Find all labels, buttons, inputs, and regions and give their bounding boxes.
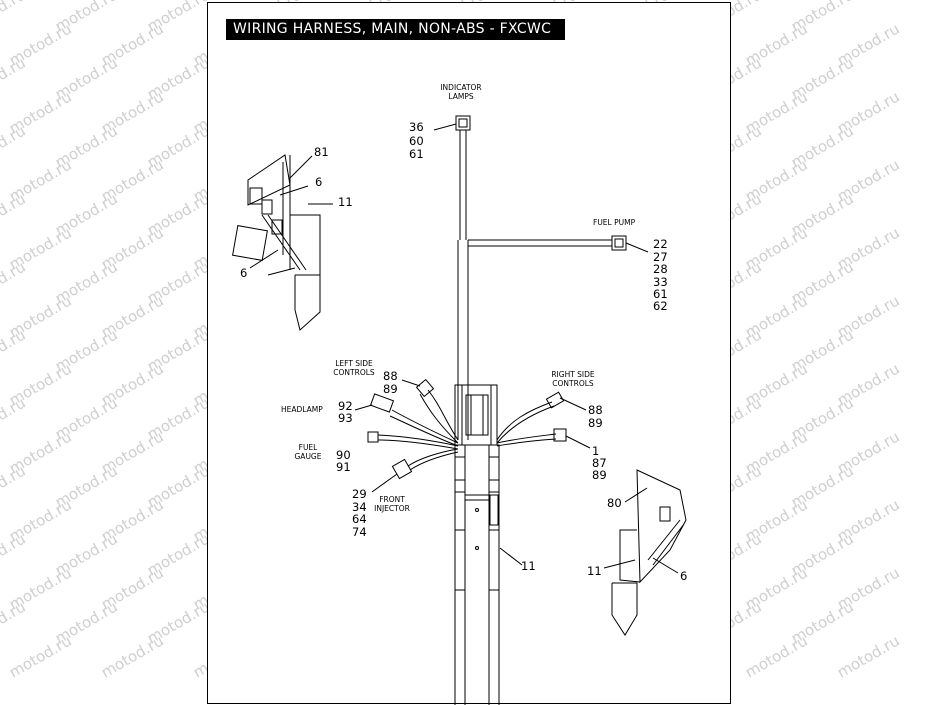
callout-29: 29 — [352, 487, 367, 501]
label-fuel-gauge-2: GAUGE — [295, 452, 322, 461]
diagram-sheet — [207, 2, 731, 704]
label-fuel-gauge-1: FUEL — [299, 443, 319, 452]
callout-62: 62 — [653, 299, 668, 313]
label-indicator-lamps-2: LAMPS — [448, 92, 473, 101]
callout-64: 64 — [352, 512, 367, 526]
callout-88-left: 88 — [383, 369, 398, 383]
label-fuel-pump: FUEL PUMP — [593, 218, 636, 227]
callout-11-left: 11 — [338, 195, 353, 209]
label-front-injector-1: FRONT — [379, 495, 405, 504]
fuel-pump-connector — [611, 235, 649, 253]
indicator-lamps-connector — [433, 115, 471, 131]
callout-33: 33 — [653, 275, 668, 289]
callout-89-left: 89 — [383, 382, 398, 396]
callout-89-right-2: 89 — [592, 468, 607, 482]
label-right-side-controls-2: CONTROLS — [552, 379, 594, 388]
callout-88-right: 88 — [588, 403, 603, 417]
callout-11-right: 11 — [587, 564, 602, 578]
callout-11-main: 11 — [521, 559, 536, 573]
callout-6-left-top: 6 — [315, 175, 322, 189]
label-indicator-lamps-1: INDICATOR — [440, 83, 481, 92]
right-inset-sketch — [603, 469, 687, 636]
left-inset-sketch — [232, 154, 333, 331]
callout-74: 74 — [352, 525, 367, 539]
callout-61: 61 — [409, 147, 424, 161]
title-bar — [226, 19, 565, 40]
callout-90: 90 — [336, 448, 351, 462]
callout-34: 34 — [352, 500, 367, 514]
callout-87: 87 — [592, 456, 607, 470]
callout-93: 93 — [338, 411, 353, 425]
label-left-side-controls-2: CONTROLS — [333, 368, 375, 377]
callout-27: 27 — [653, 250, 668, 264]
callout-91: 91 — [336, 460, 351, 474]
callout-80: 80 — [607, 496, 622, 510]
label-left-side-controls-1: LEFT SIDE — [335, 359, 373, 368]
callout-6-left-bottom: 6 — [240, 266, 247, 280]
label-front-injector-2: INJECTOR — [374, 504, 410, 513]
callout-92: 92 — [338, 399, 353, 413]
callout-60: 60 — [409, 134, 424, 148]
callout-1: 1 — [592, 444, 599, 458]
callout-36: 36 — [409, 120, 424, 134]
right-branch-wires — [496, 391, 591, 449]
left-branch-wires — [354, 378, 459, 493]
label-headlamp: HEADLAMP — [281, 405, 323, 414]
main-harness-trunk — [454, 130, 612, 705]
callout-28: 28 — [653, 262, 668, 276]
callout-22: 22 — [653, 237, 668, 251]
callout-81: 81 — [314, 145, 329, 159]
callout-6-right: 6 — [680, 569, 687, 583]
callout-61b: 61 — [653, 287, 668, 301]
label-right-side-controls-1: RIGHT SIDE — [551, 370, 595, 379]
callout-89-right: 89 — [588, 416, 603, 430]
diagram-title: WIRING HARNESS, MAIN, NON-ABS - FXCWC — [233, 21, 552, 37]
